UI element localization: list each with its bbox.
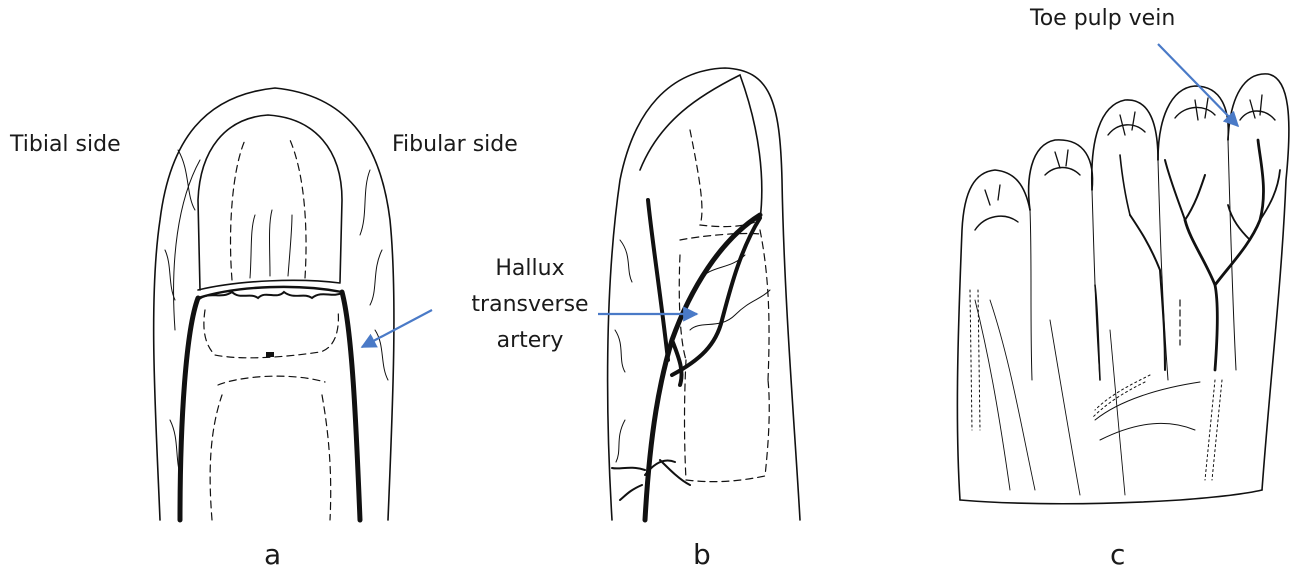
panel-c-foot-drawing [957,74,1289,504]
panel-b-letter: b [693,538,711,571]
toe-pulp-arrow [1158,44,1238,126]
panel-b-toe-drawing [608,68,800,520]
panel-a-toe-drawing [154,88,394,520]
fibular-arrow [362,310,432,347]
fibular-side-label: Fibular side [392,132,518,157]
toe-pulp-vein-label: Toe pulp vein [1030,6,1175,31]
panel-a-letter: a [264,538,281,571]
hallux-label-line1: Hallux [470,256,590,281]
hallux-label-line2: transverse [460,292,600,317]
panel-c-letter: c [1110,538,1125,571]
hallux-label-line3: artery [470,328,590,353]
tibial-side-label: Tibial side [10,132,121,157]
